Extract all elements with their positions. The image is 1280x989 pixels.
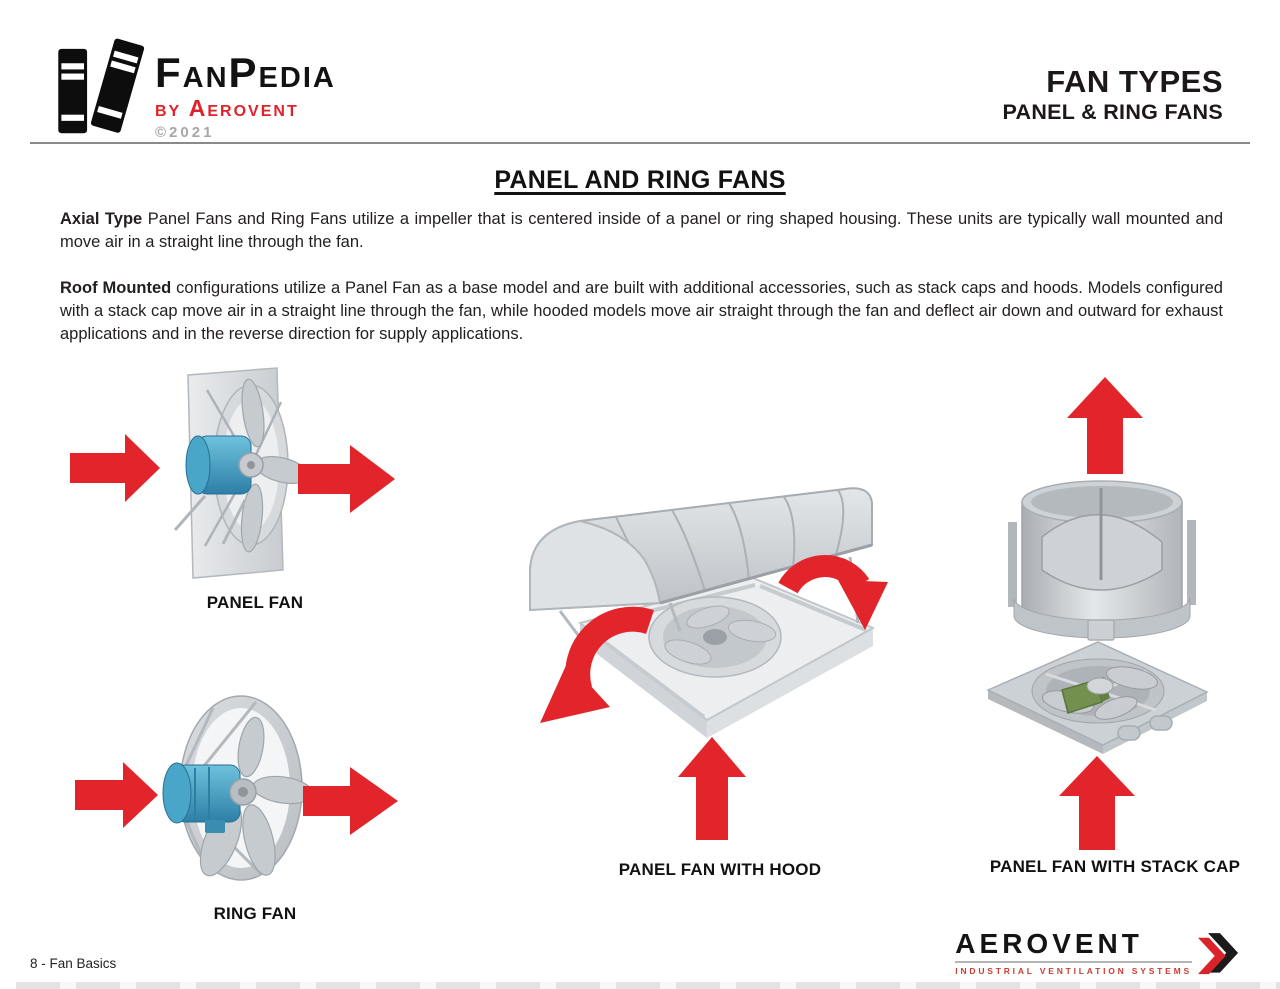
airflow-arrow-right	[303, 767, 398, 835]
paragraph-text: Panel Fans and Ring Fans utilize a impel…	[60, 210, 1223, 251]
header-titles: FAN TYPES PANEL & RING FANS	[1002, 64, 1223, 125]
header-subtitle: PANEL & RING FANS	[1002, 99, 1223, 124]
airflow-arrow-left	[75, 762, 158, 828]
panel-fan-with-hood-image	[529, 487, 888, 840]
aerovent-chevrons-icon	[1198, 933, 1239, 975]
fanpedia-books-icon	[58, 38, 145, 134]
footer-page-label: 8 - Fan Basics	[30, 956, 117, 971]
brand-copyright: ©2021	[155, 124, 215, 142]
airflow-arrow-curved-right	[778, 555, 888, 630]
header-title: FAN TYPES	[1046, 64, 1223, 99]
figure-panel-fan-with-hood: PANEL FAN WITH HOOD	[520, 485, 920, 880]
figure-label: PANEL FAN	[206, 593, 304, 612]
paragraph-text: configurations utilize a Panel Fan as a …	[60, 279, 1223, 343]
airflow-arrow-right	[298, 445, 395, 513]
airflow-arrow-up-bottom	[1059, 756, 1135, 850]
panel-fan-with-stack-cap-image	[986, 377, 1209, 850]
aerovent-rule	[955, 961, 1192, 963]
aerovent-logo: AEROVENT INDUSTRIAL VENTILATION SYSTEMS	[955, 930, 1246, 978]
figure-label: PANEL FAN WITH STACK CAP	[989, 857, 1241, 876]
paragraph-axial-type: Axial Type Panel Fans and Ring Fans util…	[60, 208, 1223, 254]
airflow-arrow-up	[678, 737, 746, 840]
fanpedia-brand-block: FanPedia by Aerovent ©2021	[155, 49, 336, 142]
paragraph-lead: Axial Type	[60, 210, 143, 228]
next-page-edge	[16, 982, 1280, 989]
airflow-arrow-left	[70, 434, 160, 502]
figure-label: PANEL FAN WITH HOOD	[618, 860, 822, 879]
figure-panel-fan: PANEL FAN	[55, 358, 455, 613]
aerovent-wordmark: AEROVENT	[955, 928, 1143, 959]
figure-ring-fan: RING FAN	[55, 692, 455, 924]
figure-panel-fan-with-stack-cap: PANEL FAN WITH STACK CAP	[950, 372, 1280, 877]
page-title: PANEL AND RING FANS	[494, 166, 786, 194]
paragraph-roof-mounted: Roof Mounted configurations utilize a Pa…	[60, 277, 1223, 346]
airflow-arrow-up-top	[1067, 377, 1143, 474]
brand-byline: by Aerovent	[155, 95, 299, 121]
paragraph-lead: Roof Mounted	[60, 279, 172, 297]
airflow-arrow-curved-left	[540, 606, 654, 723]
ring-fan-image	[75, 695, 398, 881]
brand-name: FanPedia	[155, 49, 336, 96]
figure-label: RING FAN	[213, 904, 297, 923]
body-copy: Axial Type Panel Fans and Ring Fans util…	[60, 208, 1223, 369]
aerovent-tagline: INDUSTRIAL VENTILATION SYSTEMS	[955, 966, 1192, 976]
header-divider	[30, 142, 1250, 144]
panel-fan-image	[70, 367, 395, 579]
